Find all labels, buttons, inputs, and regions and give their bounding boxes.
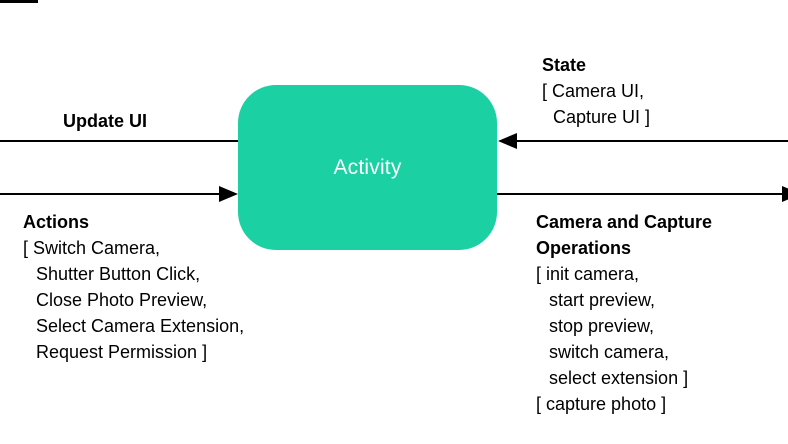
update-ui-arrow-line: [0, 140, 238, 142]
actions-item: [ Switch Camera,: [23, 238, 161, 258]
operations-item: start preview,: [549, 290, 656, 310]
state-label-block: State [ Camera UI, Capture UI ]: [542, 52, 650, 130]
state-item: [ Camera UI,: [542, 81, 645, 101]
actions-arrowhead-icon: [219, 186, 238, 202]
crop-artifact-bar: [0, 0, 38, 3]
actions-arrow-line: [0, 193, 221, 195]
actions-label-block: Actions [ Switch Camera, Shutter Button …: [23, 209, 244, 365]
actions-item: Close Photo Preview,: [36, 290, 208, 310]
activity-box-label: Activity: [333, 155, 402, 179]
update-ui-label: Update UI: [63, 111, 148, 131]
operations-item: [ capture photo ]: [536, 394, 667, 414]
operations-item: stop preview,: [549, 316, 655, 336]
operations-label-block: Camera and Capture Operations [ init cam…: [536, 209, 712, 417]
operations-item: [ init camera,: [536, 264, 640, 284]
actions-title: Actions: [23, 212, 90, 232]
actions-item: Request Permission ]: [36, 342, 208, 362]
operations-arrowhead-icon: [782, 186, 788, 202]
actions-item: Select Camera Extension,: [36, 316, 245, 336]
state-arrowhead-icon: [498, 133, 517, 149]
state-arrow-line: [516, 140, 788, 142]
operations-arrow-line: [497, 193, 788, 195]
state-title: State: [542, 55, 587, 75]
activity-box: Activity: [238, 85, 497, 250]
operations-title-line1: Camera and Capture: [536, 212, 713, 232]
operations-item: switch camera,: [549, 342, 670, 362]
state-item: Capture UI ]: [553, 107, 651, 127]
operations-title-line2: Operations: [536, 238, 632, 258]
operations-item: select extension ]: [549, 368, 689, 388]
actions-item: Shutter Button Click,: [36, 264, 201, 284]
